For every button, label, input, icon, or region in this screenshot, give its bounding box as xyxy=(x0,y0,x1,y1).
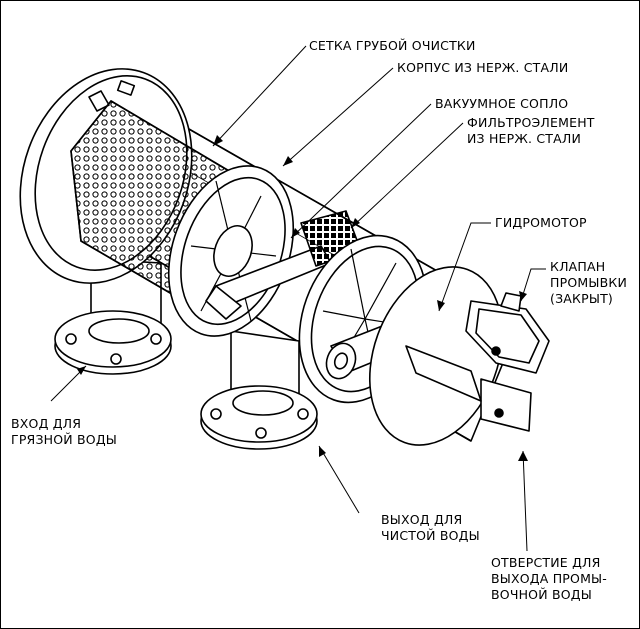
leader-housing xyxy=(282,67,394,167)
label-coarse-screen: СЕТКА ГРУБОЙ ОЧИСТКИ xyxy=(309,38,476,53)
label-inlet-line2: ГРЯЗНОЙ ВОДЫ xyxy=(11,432,117,447)
label-flush-outlet-line3: ВОЧНОЙ ВОДЫ xyxy=(491,587,592,602)
leader-flush-valve xyxy=(520,268,546,302)
leader-vacuum-nozzle xyxy=(290,103,432,239)
label-filter-element-line2: ИЗ НЕРЖ. СТАЛИ xyxy=(467,131,581,146)
leader-hydromotor xyxy=(438,222,491,312)
label-flush-outlet-line2: ВЫХОДА ПРОМЫ- xyxy=(491,571,607,586)
outlet-nozzle xyxy=(200,330,318,450)
leader-coarse-screen xyxy=(212,45,307,147)
flush-valve xyxy=(405,292,550,432)
label-flush-valve-line1: КЛАПАН xyxy=(550,259,605,274)
leader-flush-outlet xyxy=(522,450,528,552)
label-outlet-line1: ВЫХОД ДЛЯ xyxy=(381,512,462,527)
label-filter-element-line1: ФИЛЬТРОЭЛЕМЕНТ xyxy=(467,115,595,130)
leader-filter-element xyxy=(350,122,464,229)
label-housing: КОРПУС ИЗ НЕРЖ. СТАЛИ xyxy=(397,60,568,75)
leader-lines xyxy=(50,45,546,552)
label-inlet-line1: ВХОД ДЛЯ xyxy=(11,416,81,431)
label-flush-valve-line2: ПРОМЫВКИ xyxy=(550,275,627,290)
leader-arrowheads xyxy=(77,135,528,461)
label-flush-valve-line3: (ЗАКРЫТ) xyxy=(550,291,613,306)
label-vacuum-nozzle: ВАКУУМНОЕ СОПЛО xyxy=(435,96,568,111)
label-outlet-line2: ЧИСТОЙ ВОДЫ xyxy=(381,528,480,543)
label-flush-outlet-line1: ОТВЕРСТИЕ ДЛЯ xyxy=(491,555,601,570)
leader-outlet xyxy=(318,445,360,514)
callout-labels: СЕТКА ГРУБОЙ ОЧИСТКИ КОРПУС ИЗ НЕРЖ. СТА… xyxy=(11,38,627,602)
label-hydromotor: ГИДРОМОТОР xyxy=(495,215,587,230)
